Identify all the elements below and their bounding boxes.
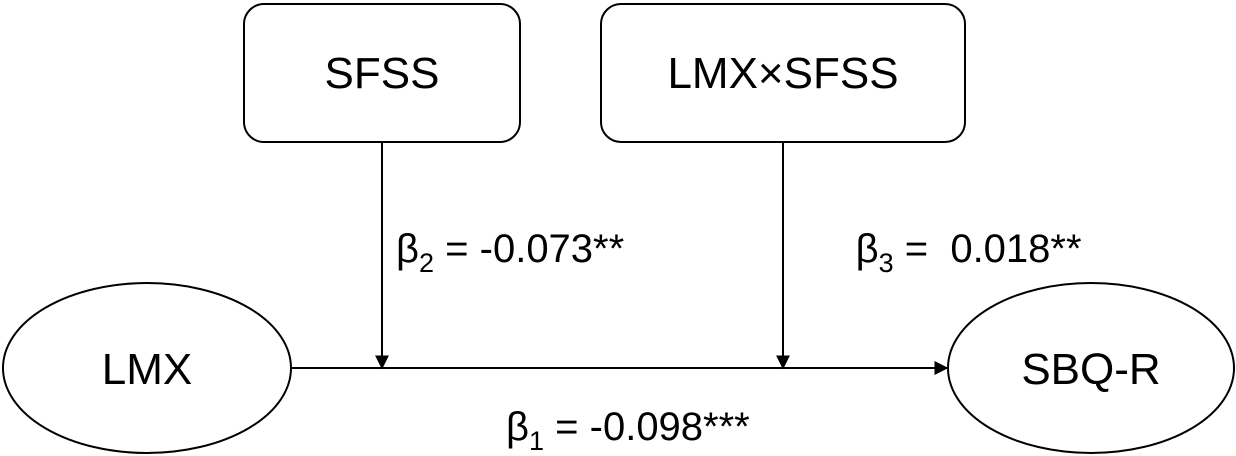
- interaction-label: LMX×SFSS: [667, 49, 898, 98]
- sfss-label: SFSS: [325, 49, 440, 98]
- beta3-label: β3 = 0.018**: [800, 227, 1115, 278]
- sbqr-node: SBQ-R: [947, 282, 1235, 454]
- lmx-label: LMX: [102, 345, 192, 394]
- beta2-label: β2 = -0.073**: [396, 227, 624, 278]
- interaction-node: LMX×SFSS: [600, 3, 966, 143]
- sfss-node: SFSS: [243, 3, 521, 143]
- beta1-label: β1 = -0.098***: [506, 405, 750, 456]
- lmx-node: LMX: [2, 282, 292, 454]
- sbqr-label: SBQ-R: [1021, 345, 1160, 394]
